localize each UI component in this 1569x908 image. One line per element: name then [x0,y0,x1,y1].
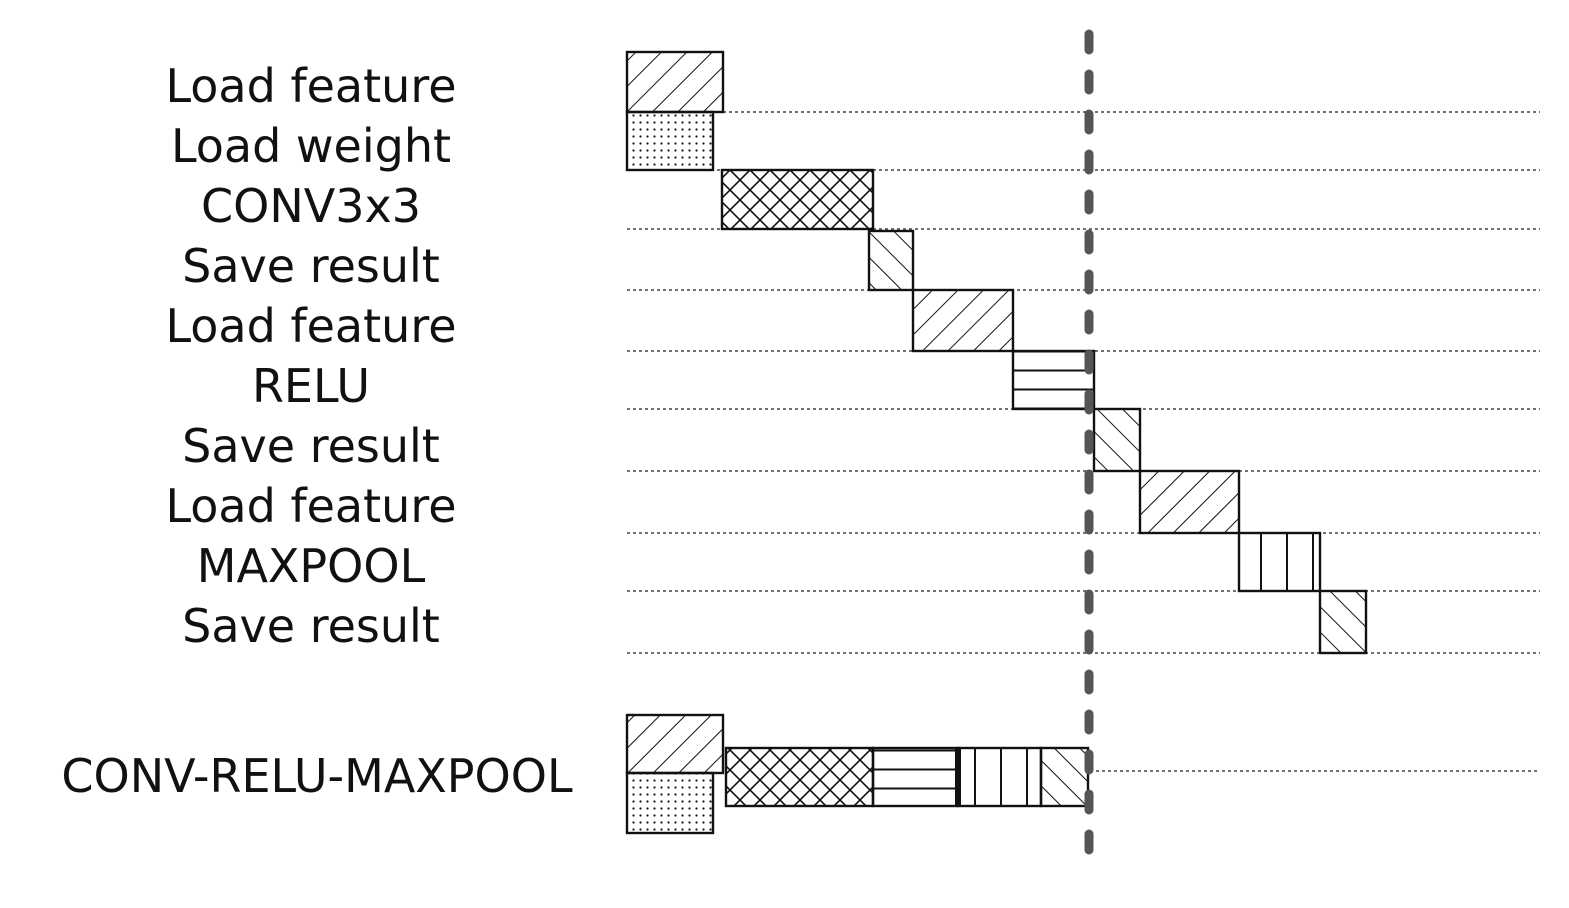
task-bar-diag-back [1318,589,1368,655]
fused-segment-conv [724,746,875,808]
row-label: Load feature [165,299,456,353]
row-label: Load weight [171,119,451,173]
task-bar-diag-fwd [1138,469,1241,535]
fused-segment-load-feature [625,713,725,775]
row-label: Save result [182,239,440,293]
fused-bar [625,713,1090,835]
task-bars [625,50,1368,655]
fused-label: CONV-RELU-MAXPOOL [61,749,573,803]
row-label: Save result [182,599,440,653]
task-bar-diag-fwd [911,288,1015,353]
row-label: Save result [182,419,440,473]
task-bar-diag-fwd [625,50,725,114]
row-label: Load feature [165,479,456,533]
row-label: CONV3x3 [201,179,421,233]
fused-segment-save [1039,746,1090,808]
task-bar-horiz [1011,349,1096,411]
fused-segment-load-weight [625,771,715,835]
row-label: Load feature [165,59,456,113]
task-bar-vert [1237,531,1322,593]
row-label: RELU [252,359,370,413]
task-bar-dots [625,110,715,172]
row-label: MAXPOOL [197,539,426,593]
task-bar-diag-back [1092,407,1142,473]
fused-segment-relu [871,746,960,808]
task-bar-diag-back [867,229,915,292]
fused-segment-maxpool [956,746,1043,808]
task-bar-cross [720,168,875,231]
